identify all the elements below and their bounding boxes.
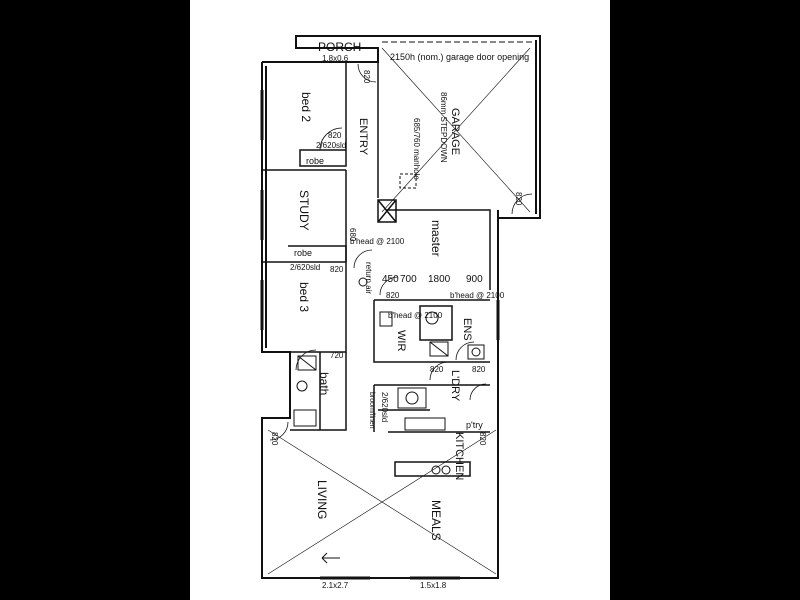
dim-680: 680 (348, 228, 357, 242)
garage-label: GARAGE (449, 108, 461, 155)
dim-820-c: 820 (514, 192, 523, 206)
meals-label: MEALS (429, 500, 443, 541)
bhead-label-2: b'head @ 2100 (450, 291, 505, 300)
robe-label-1: robe (306, 156, 324, 166)
sld-label-3: 2/620sld (380, 392, 389, 422)
dim-700: 700 (400, 274, 417, 285)
dim-1800: 1800 (428, 274, 451, 285)
room-diagonals (267, 47, 531, 575)
bed2-label: bed 2 (299, 92, 313, 122)
dim-900: 900 (466, 274, 483, 285)
porch-label: PORCH (318, 40, 361, 54)
dim-820-d: 820 (330, 265, 344, 274)
kitchen-label: KITCHEN (453, 432, 465, 480)
sld-label-2: 2/620sld (290, 263, 320, 272)
manhole-label: 685/760 manhole (412, 118, 421, 180)
dim-820-h: 820 (270, 432, 279, 446)
wir-label: WIR (395, 330, 407, 351)
entry-label: ENTRY (357, 118, 369, 156)
bhead-label-1: b'head @ 2100 (350, 237, 405, 246)
floor-plan-sheet: PORCH 1.8x0.6 2150h (nom.) garage door o… (190, 0, 610, 600)
living-label: LIVING (315, 480, 329, 519)
porch-size-label: 1.8x0.6 (322, 54, 349, 63)
window-size-label-1: 2.1x2.7 (322, 581, 349, 590)
entry-arrow-icon (321, 552, 340, 564)
dim-820-e: 820 (386, 291, 400, 300)
dim-820-f: 820 (430, 365, 444, 374)
bhead-label-3: b'head @ 2100 (388, 311, 443, 320)
fixtures (293, 173, 485, 475)
study-label: STUDY (297, 190, 311, 231)
bed3-label: bed 3 (297, 282, 311, 312)
sld-label-1: 2/620sld (316, 141, 346, 150)
master-label: master (429, 220, 443, 257)
ens-label: ENS (461, 318, 473, 341)
stepdown-label: 86mm STEPDOWN (439, 92, 448, 163)
dim-820-i: 820 (478, 432, 487, 446)
bath-label: bath (317, 372, 331, 395)
broom-linen-label: broom/linen (368, 392, 375, 429)
ldry-label: L'DRY (449, 370, 461, 402)
dim-820-g: 820 (472, 365, 486, 374)
pantry-label: p'try (466, 420, 483, 430)
window-size-label-2: 1.5x1.8 (420, 581, 447, 590)
return-air-label: return air (364, 262, 373, 294)
dim-820-b: 820 (362, 70, 371, 84)
robe-label-2: robe (294, 248, 312, 258)
floor-plan-drawing: PORCH 1.8x0.6 2150h (nom.) garage door o… (260, 35, 541, 590)
garage-door-label: 2150h (nom.) garage door opening (390, 52, 529, 62)
dim-450: 450 (382, 274, 399, 285)
interior-walls (262, 62, 491, 477)
dim-820-a: 820 (328, 131, 342, 140)
dim-720: 720 (330, 351, 344, 360)
window-marks (260, 90, 500, 580)
